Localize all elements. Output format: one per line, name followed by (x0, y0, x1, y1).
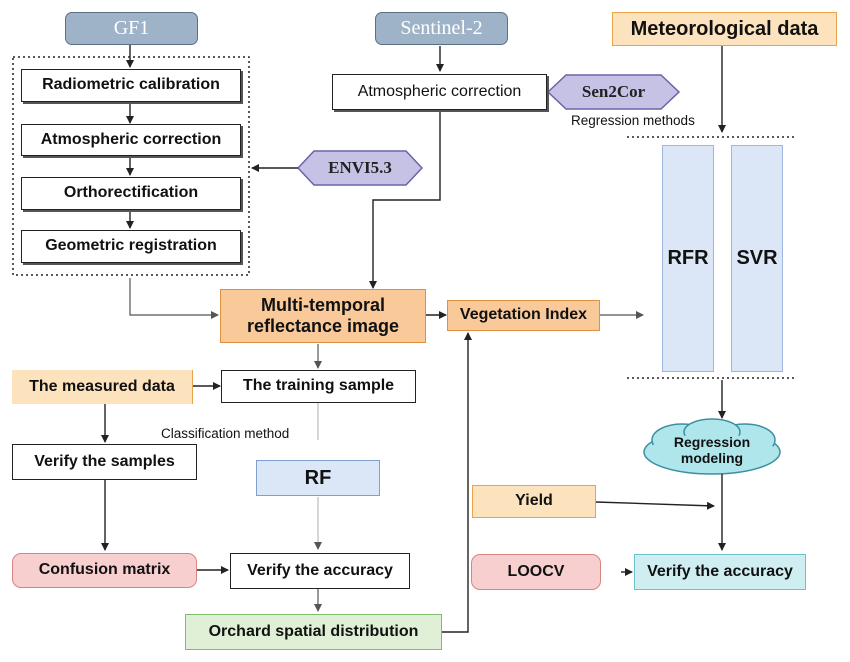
sentinel-atmospheric-correction: Atmospheric correction (332, 74, 547, 110)
training-sample: The training sample (221, 370, 416, 403)
svr-model-column: SVR (731, 145, 783, 372)
confusion-matrix: Confusion matrix (12, 553, 197, 588)
gf1-group-border (12, 56, 250, 276)
rfr-model-column: RFR (662, 145, 714, 372)
regression-modeling: Regression modeling (673, 433, 751, 466)
loocv: LOOCV (471, 554, 601, 590)
vegetation-index: Vegetation Index (447, 300, 600, 331)
gf1-step-geometric-registration: Geometric registration (21, 230, 241, 263)
orchard-spatial-distribution: Orchard spatial distribution (185, 614, 442, 650)
envi-tool-label: ENVI5.3 (328, 158, 392, 177)
rf-classifier: RF (256, 460, 380, 496)
verify-accuracy-regression: Verify the accuracy (634, 554, 806, 590)
verify-samples: Verify the samples (12, 444, 197, 480)
classification-method-label: Classification method (161, 426, 290, 441)
envi-hexagon (296, 150, 424, 186)
verify-accuracy-classification: Verify the accuracy (230, 553, 410, 589)
sen2cor-hexagon (546, 74, 681, 110)
gf1-step-radiometric-calibration: Radiometric calibration (21, 69, 241, 102)
gf1-step-atmospheric-correction: Atmospheric correction (21, 124, 241, 156)
regression-methods-label: Regression methods (571, 113, 695, 128)
multi-temporal-reflectance-image: Multi-temporal reflectance image (220, 289, 426, 343)
sentinel2-source: Sentinel-2 (375, 12, 508, 45)
gf1-step-orthorectification: Orthorectification (21, 177, 241, 210)
meteorological-data-source: Meteorological data (612, 12, 837, 46)
gf1-source: GF1 (65, 12, 198, 45)
yield: Yield (472, 485, 596, 518)
sen2cor-tool-label: Sen2Cor (581, 82, 646, 101)
measured-data: The measured data (12, 370, 193, 404)
